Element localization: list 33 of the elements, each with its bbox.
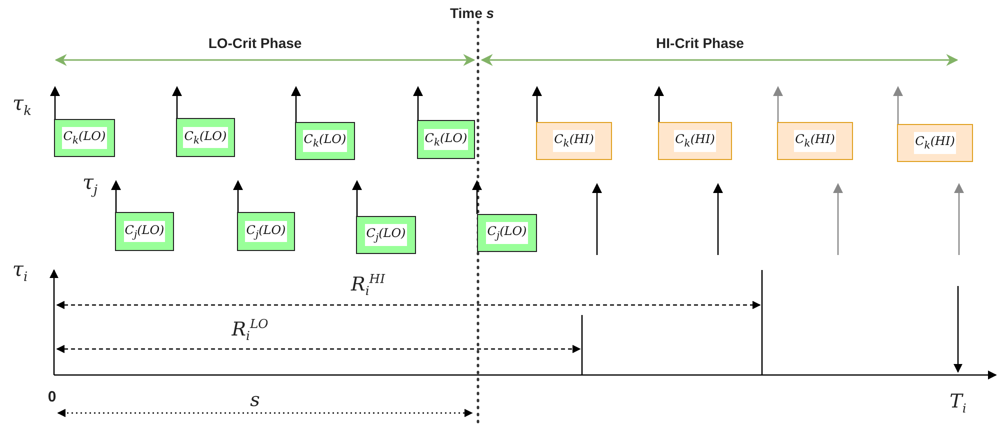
execution-label: C$_{k}$(LO) xyxy=(183,126,228,148)
axis-label: LO-Crit Phase xyxy=(208,35,302,51)
execution-label: C$_{k}$(HI) xyxy=(553,130,595,152)
execution-label: C$_{j}$(LO) xyxy=(245,220,287,242)
execution-box xyxy=(295,122,355,160)
axis-label: τ$_{i}$ xyxy=(12,257,28,285)
execution-box xyxy=(417,120,475,159)
execution-box xyxy=(176,118,235,157)
axis-label: s xyxy=(250,389,260,411)
axis-label: τ$_{k}$ xyxy=(12,91,32,119)
execution-box xyxy=(536,122,612,160)
execution-label: C$_{j}$(LO) xyxy=(365,224,407,246)
execution-label: C$_{k}$(LO) xyxy=(424,128,468,150)
axis-label: HI-Crit Phase xyxy=(656,35,744,51)
execution-label: C$_{k}$(HI) xyxy=(914,132,956,154)
axis-label: Time s xyxy=(450,5,494,21)
execution-box xyxy=(658,122,732,160)
axis-label: τ$_{j}$ xyxy=(82,170,98,198)
execution-box xyxy=(477,214,537,252)
execution-box xyxy=(356,216,416,254)
axis-label: T$_{i}$ xyxy=(950,390,966,416)
execution-label: C$_{k}$(HI) xyxy=(794,130,836,152)
execution-label: C$_{k}$(LO) xyxy=(62,127,107,149)
execution-label: C$_{j}$(LO) xyxy=(124,220,166,242)
execution-box xyxy=(115,212,174,251)
execution-label: C$_{j}$(LO) xyxy=(486,222,528,244)
execution-box xyxy=(777,122,853,160)
execution-box xyxy=(897,124,973,162)
axis-label: 0 xyxy=(48,388,56,406)
execution-label: C$_{k}$(HI) xyxy=(674,130,716,152)
execution-label: C$_{k}$(LO) xyxy=(302,130,348,152)
execution-box xyxy=(237,212,295,251)
execution-box xyxy=(54,119,115,157)
